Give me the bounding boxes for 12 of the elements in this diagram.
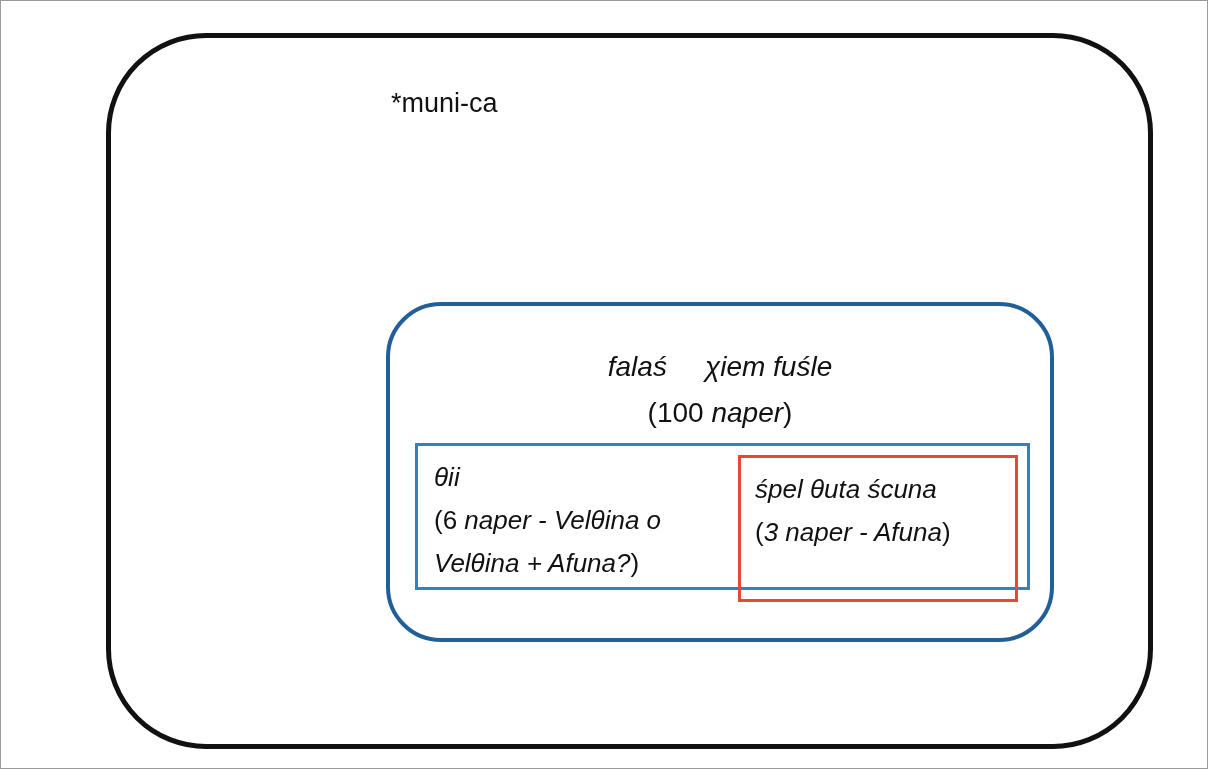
group-name: śpel θuta ścuna — [755, 474, 937, 504]
outer-region — [106, 33, 1153, 749]
region-label: *muni-ca — [391, 88, 498, 118]
group-name: θii — [434, 462, 460, 492]
subgroup-box — [738, 455, 1018, 602]
group-count: (100 naper) — [647, 397, 793, 428]
group-name: χiem fuśle — [704, 350, 833, 384]
group-box — [386, 302, 1054, 642]
subgroup-box — [415, 443, 1030, 590]
group-name: falaś — [607, 350, 667, 384]
group-count: (3 naper - Afuna) — [755, 517, 951, 547]
group-count: (6 naper - Velθina o Velθina + Afuna?) — [434, 505, 662, 578]
